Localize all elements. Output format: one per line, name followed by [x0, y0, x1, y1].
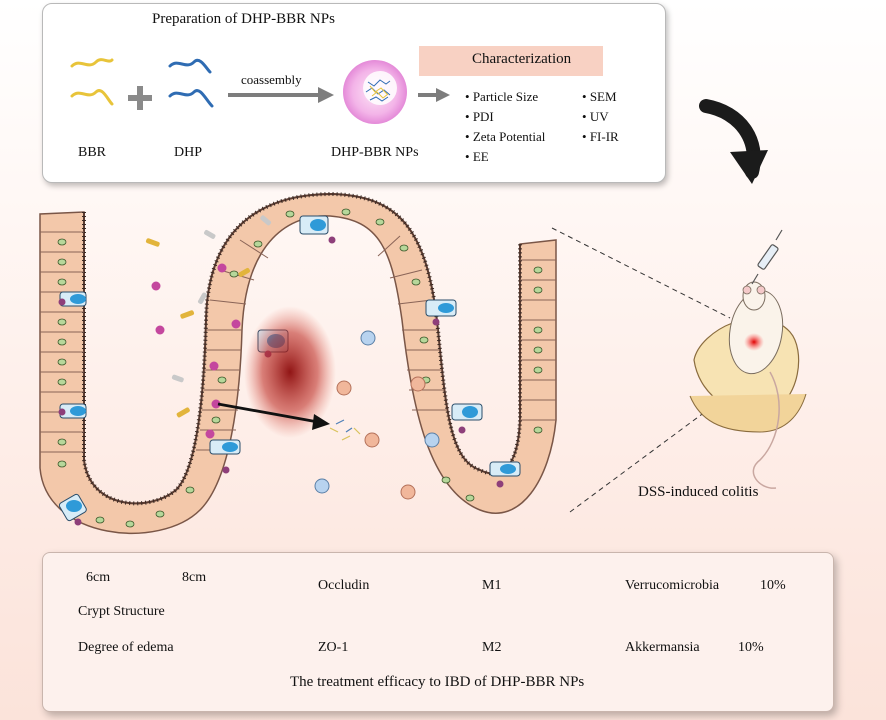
char-item: • UV — [582, 109, 609, 124]
efficacy-panel — [42, 552, 834, 712]
lumen-particles — [145, 215, 440, 500]
edema-label: Degree of edema — [78, 640, 174, 655]
efficacy-footer-title: The treatment efficacy to IBD of DHP-BBR… — [290, 674, 585, 690]
np-delivery-arrow — [217, 402, 330, 430]
plus-sign — [128, 86, 152, 110]
dhp-label: DHP — [174, 145, 203, 160]
char-item: • EE — [465, 149, 489, 164]
characterization-arrow — [418, 88, 450, 102]
char-item: • FI-IR — [582, 129, 619, 144]
dhp-strand — [168, 89, 214, 108]
dhp-strands — [168, 58, 214, 108]
char-item: • Zeta Potential — [465, 129, 546, 144]
curved-arrow-icon — [699, 99, 768, 184]
length-from: 6cm — [86, 570, 111, 585]
preparation-title: Preparation of DHP-BBR NPs — [152, 11, 335, 27]
np-label: DHP-BBR NPs — [331, 145, 419, 160]
length-to: 8cm — [182, 570, 207, 585]
char-item: • PDI — [465, 109, 494, 124]
bbr-strand — [70, 58, 114, 68]
model-label: DSS-induced colitis — [638, 484, 759, 500]
epithelium — [39, 191, 557, 535]
bbr-strand — [70, 89, 114, 106]
coassembly-label: coassembly — [241, 72, 302, 87]
crypt-label: Crypt Structure — [78, 604, 165, 619]
characterization-box — [419, 46, 603, 76]
bbr-label: BBR — [78, 145, 107, 160]
verruco-value: 10% — [760, 578, 786, 593]
akk-label: Akkermansia — [625, 640, 700, 655]
characterization-list-1: • Particle Size • PDI • Zeta Potential •… — [465, 87, 545, 167]
mouse-icon — [689, 229, 807, 489]
nanoparticle-icon — [343, 60, 407, 124]
verruco-label: Verrucomicrobia — [625, 578, 720, 593]
zo1-label: ZO-1 — [318, 640, 349, 655]
m1-label: M1 — [482, 578, 502, 593]
char-item: • Particle Size — [465, 89, 539, 104]
bbr-strands — [70, 58, 114, 106]
syringe-icon — [751, 229, 783, 285]
char-item: • SEM — [582, 89, 617, 104]
akk-value: 10% — [738, 640, 764, 655]
m2-label: M2 — [482, 640, 502, 655]
occludin-label: Occludin — [318, 578, 370, 593]
characterization-list-2: • SEM • UV • FI-IR — [582, 87, 619, 147]
characterization-title: Characterization — [472, 51, 572, 67]
coassembly-arrow — [228, 87, 334, 103]
dhp-strand — [168, 58, 212, 74]
